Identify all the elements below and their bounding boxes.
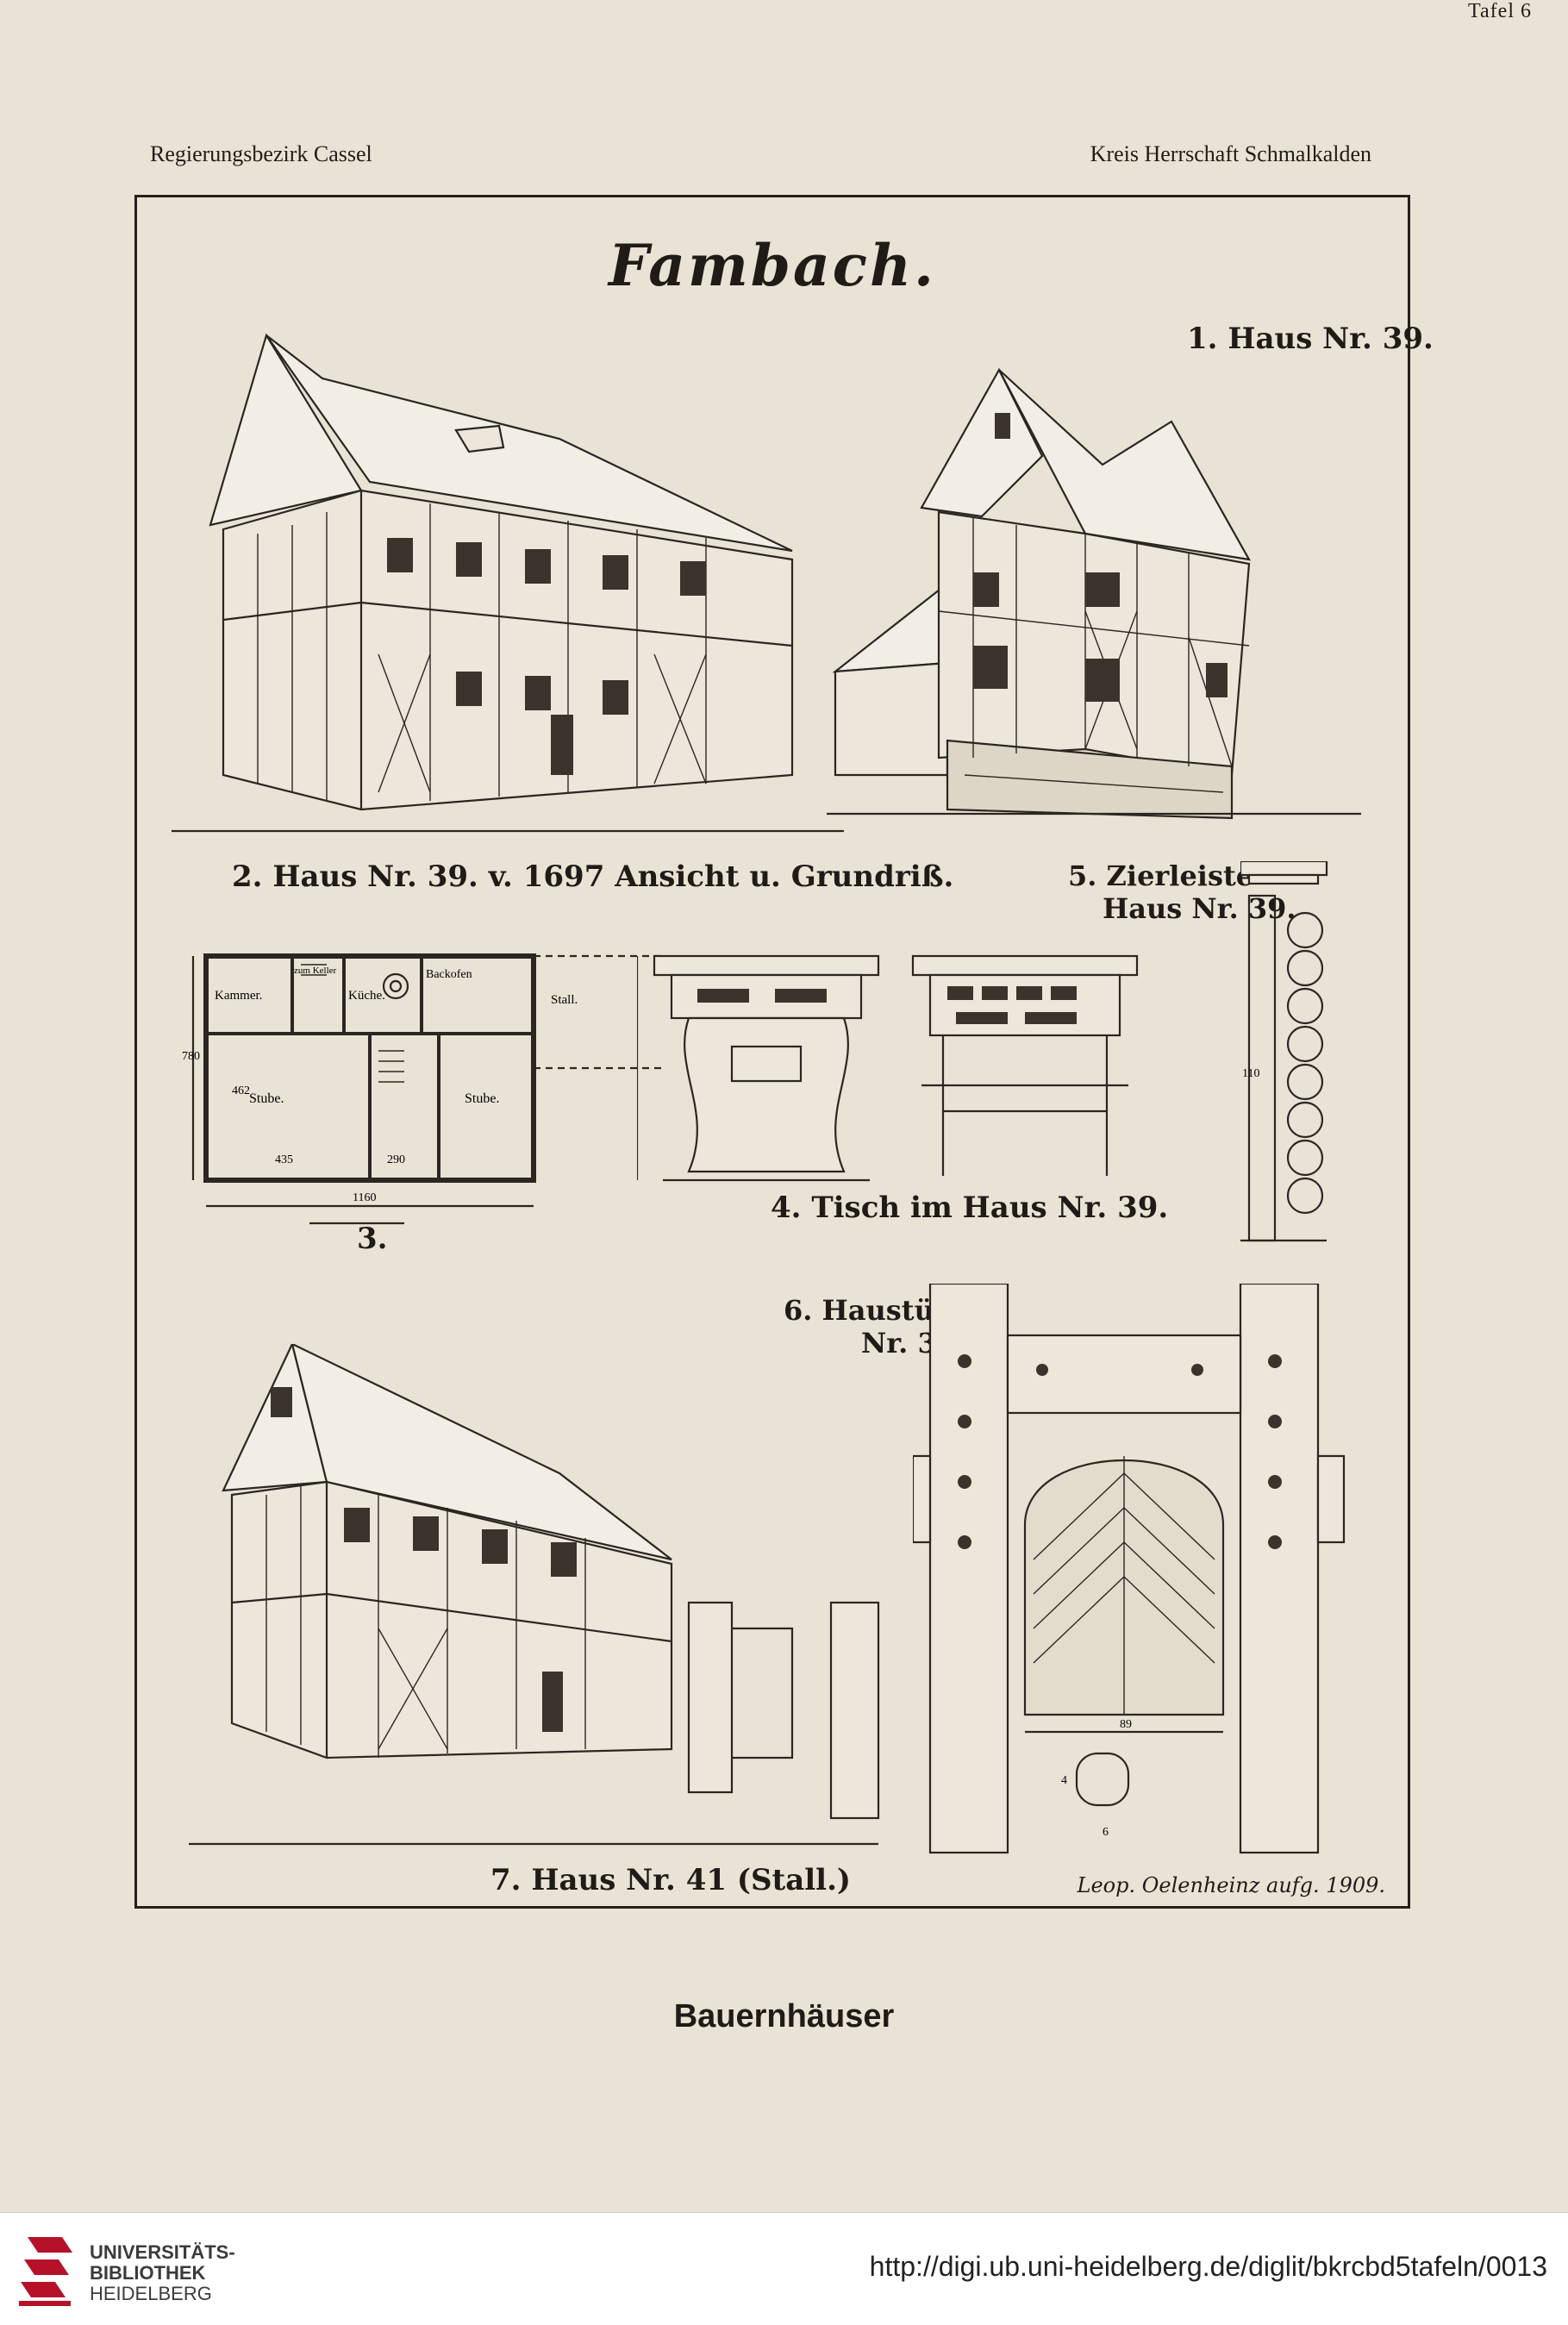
- university-logo-text[interactable]: UNIVERSITÄTS- BIBLIOTHEK HEIDELBERG: [90, 2242, 235, 2304]
- logo-line-3: HEIDELBERG: [90, 2283, 212, 2304]
- plan-dim-1160: 1160: [353, 1191, 376, 1204]
- plan-room-stube-left: Stube.: [249, 1091, 284, 1106]
- fig1-label: 1. Haus Nr. 39.: [1187, 322, 1434, 356]
- fig6-door-drawing: 89 6 4: [913, 1284, 1378, 1861]
- fig5-frieze-drawing: 110: [1240, 861, 1344, 1249]
- plan-dim-290: 290: [387, 1153, 405, 1166]
- plate-caption: Bauernhäuser: [673, 1998, 895, 2034]
- plate-page: Tafel 6 Regierungsbezirk Cassel Kreis He…: [0, 0, 1568, 2212]
- fig3-label: 3.: [357, 1222, 388, 1256]
- header-left: Regierungsbezirk Cassel: [150, 141, 372, 166]
- plan-room-backofen: Backofen: [426, 968, 472, 981]
- fig7-stable-drawing: [189, 1344, 896, 1861]
- plate-frame: Fambach. 1. Haus Nr. 39.: [134, 195, 1434, 1909]
- plate-number: Tafel 6: [1468, 0, 1532, 22]
- artist-signature: Leop. Oelenheinz aufg. 1909.: [1077, 1873, 1385, 1897]
- logo-line-2: BIBLIOTHEK: [90, 2262, 206, 2284]
- plan-dim-780: 780: [182, 1050, 200, 1063]
- permalink-url[interactable]: http://digi.ub.uni-heidelberg.de/diglit/…: [869, 2251, 1547, 2282]
- plan-dim-435: 435: [275, 1153, 293, 1166]
- door-dim-4: 4: [1061, 1774, 1067, 1787]
- fig2-house-drawing: [172, 327, 878, 844]
- fig5-label-line2: Haus Nr. 39.: [1103, 892, 1296, 925]
- fig2-label: 2. Haus Nr. 39. v. 1697 Ansicht u. Grund…: [232, 859, 954, 894]
- plan-room-stube-right: Stube.: [465, 1091, 499, 1106]
- plan-room-kammer: Kammer.: [215, 989, 262, 1003]
- plan-room-kueche: Küche.: [348, 989, 385, 1003]
- header-right: Kreis Herrschaft Schmalkalden: [1090, 141, 1371, 166]
- fig6-label-line1: 6. Haustür: [784, 1294, 949, 1327]
- university-logo-icon[interactable]: [19, 2228, 79, 2311]
- fig1-house-drawing: [827, 361, 1378, 827]
- viewer-footer: UNIVERSITÄTS- BIBLIOTHEK HEIDELBERG http…: [0, 2212, 1568, 2325]
- frieze-dim-110: 110: [1242, 1067, 1259, 1080]
- plan-room-stall: Stall.: [551, 993, 578, 1007]
- plan-dim-462: 462: [232, 1084, 250, 1097]
- door-dim-6: 6: [1103, 1826, 1109, 1839]
- plan-room-keller: zum Keller: [294, 966, 337, 976]
- door-dim-89: 89: [1120, 1718, 1132, 1731]
- fig4-label: 4. Tisch im Haus Nr. 39.: [771, 1191, 1169, 1225]
- fig4-table-drawing: 78: [637, 939, 1154, 1197]
- fig7-label: 7. Haus Nr. 41 (Stall.): [490, 1863, 852, 1897]
- logo-line-1: UNIVERSITÄTS-: [90, 2241, 235, 2263]
- plate-title: Fambach.: [609, 232, 936, 299]
- fig5-label-line1: 5. Zierleiste: [1068, 859, 1254, 892]
- fig3-floor-plan: Kammer. zum Keller Küche. Backofen Stall…: [180, 939, 732, 1249]
